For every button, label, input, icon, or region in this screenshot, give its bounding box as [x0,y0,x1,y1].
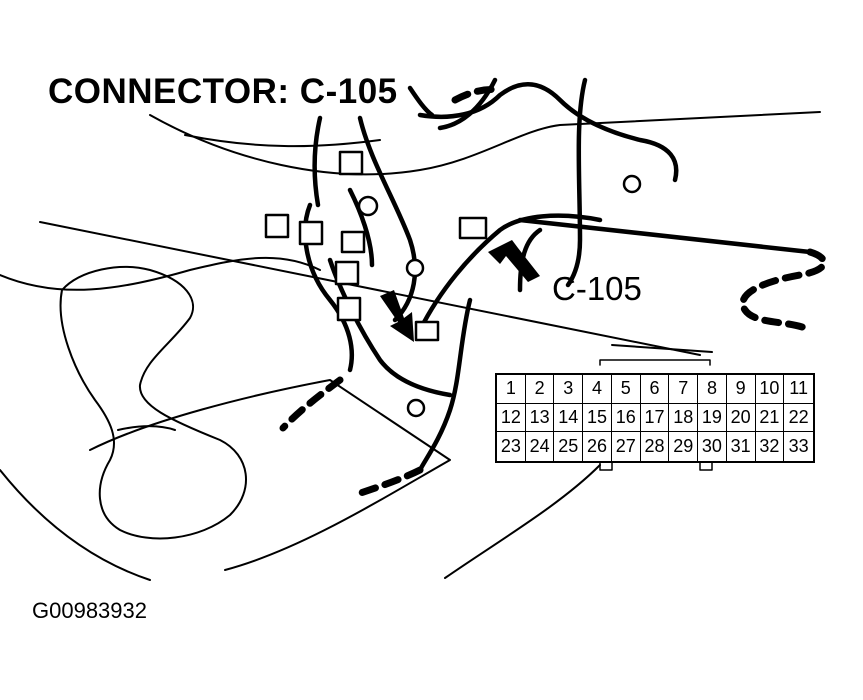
pin-cell: 4 [583,375,612,404]
pin-cell: 12 [497,403,526,433]
pin-cell: 2 [525,375,555,404]
pin-cell: 3 [554,375,584,404]
pin-cell: 20 [726,403,756,433]
harness-wires [303,77,813,473]
pin-cell: 29 [669,432,699,461]
pin-cell: 17 [640,403,670,433]
pin-cell: 16 [611,403,641,433]
pin-cell: 8 [698,375,727,404]
pin-cell: 21 [755,403,785,433]
pin-cell: 24 [526,432,555,461]
pin-cell: 11 [784,375,813,404]
pin-cell: 13 [525,403,555,433]
figure-id: G00983932 [32,598,147,623]
pin-cell: 5 [611,375,641,404]
pin-cell: 9 [726,375,756,404]
pin-cell: 31 [727,432,756,461]
pin-cell: 7 [669,375,699,404]
pin-cell: 28 [641,432,670,461]
pin-cell: 32 [756,432,785,461]
harness-connectors [264,150,642,418]
shift-boot-outline [59,266,247,540]
pin-cell: 1 [497,375,526,404]
pin-cell: 10 [755,375,785,404]
connector-title: CONNECTOR: C-105 [48,72,398,111]
harness-tape-stripes [279,86,828,499]
connector-pin-grid: 1 2 3 4 5 6 7 8 9 10 11 12 13 14 15 16 1… [495,373,815,463]
connector-callout-label: C-105 [552,270,642,307]
pointer-arrows [380,240,540,342]
connector-face-tabs [599,359,713,471]
pin-cell: 22 [784,404,813,433]
pin-cell: 30 [698,432,727,461]
pin-cell: 6 [640,375,670,404]
pin-cell: 19 [698,403,727,433]
pin-cell: 27 [612,432,641,461]
console-outline [0,111,821,581]
pin-cell: 23 [497,432,526,461]
pin-cell: 26 [583,432,612,461]
pin-cell: 33 [788,436,809,457]
pin-cell: 15 [583,403,612,433]
pin-cell: 18 [669,403,699,433]
pin-cell: 14 [554,403,584,433]
pin-cell: 25 [554,432,584,461]
